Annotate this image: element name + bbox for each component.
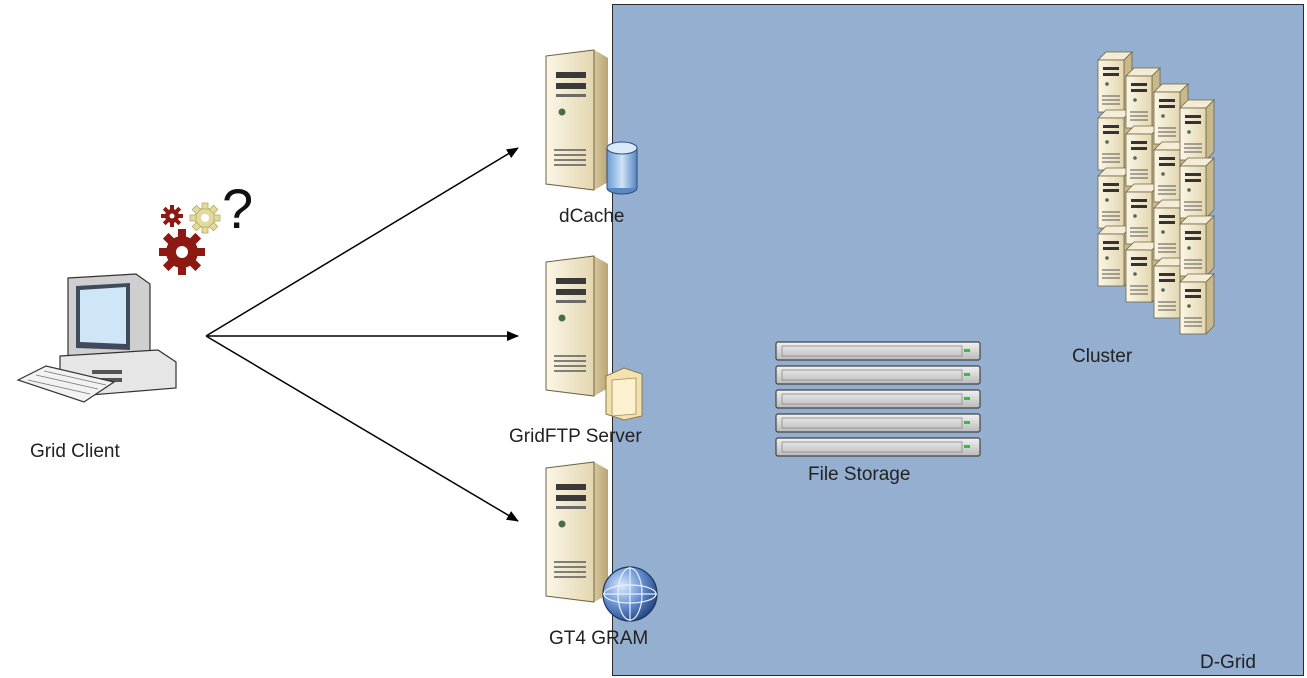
server-tower-icon: [545, 461, 609, 603]
rack-storage-icon: [775, 341, 981, 457]
edge-client-dcache: [205, 147, 519, 337]
cluster-label: Cluster: [1072, 346, 1133, 367]
d-grid-label: D-Grid: [1200, 652, 1256, 673]
desktop-computer-icon: [16, 273, 177, 403]
server-cluster-icon: [1097, 51, 1215, 335]
gridftp-server-label: GridFTP Server: [509, 426, 642, 447]
server-tower-icon: [545, 49, 609, 191]
folder-icon: [605, 367, 643, 421]
gears-question-icon: [159, 202, 221, 275]
question-mark: ?: [222, 177, 254, 240]
connection-arrows: [205, 147, 519, 522]
edge-client-gram: [205, 335, 519, 522]
database-icon: [606, 141, 638, 195]
gt4-gram-label: GT4 GRAM: [549, 628, 649, 649]
dcache-label: dCache: [559, 206, 625, 227]
server-tower-icon: [545, 255, 609, 397]
grid-client-label: Grid Client: [30, 441, 120, 462]
globe-icon: [602, 566, 658, 622]
file-storage-label: File Storage: [808, 464, 911, 485]
